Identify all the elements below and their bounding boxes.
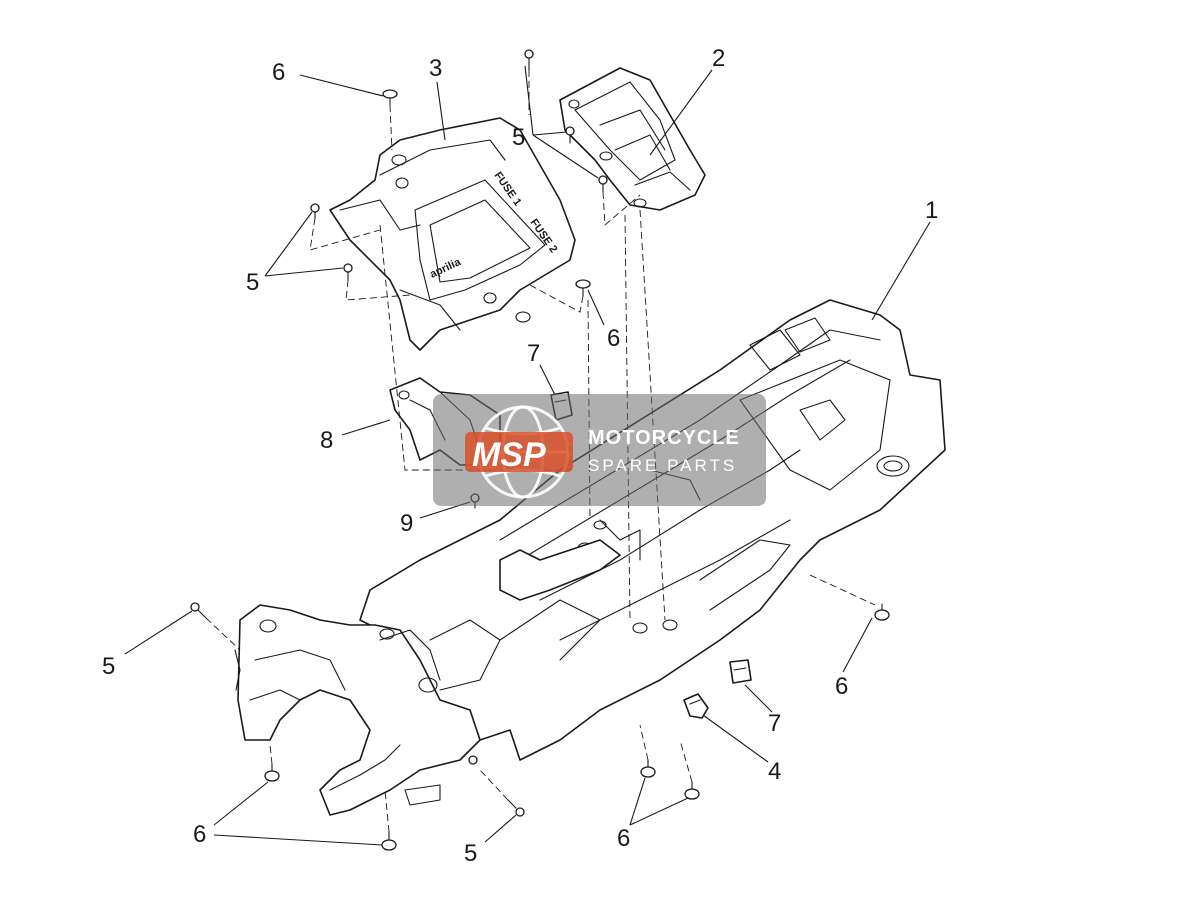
callout-1: 1 bbox=[925, 197, 938, 224]
bolt-icon bbox=[684, 781, 700, 800]
callout-6: 6 bbox=[272, 59, 285, 86]
screw-icon bbox=[507, 799, 525, 817]
bolt-icon bbox=[575, 279, 591, 297]
part-1-rear-undertray bbox=[234, 299, 946, 816]
watermark-line1: MOTORCYCLE bbox=[588, 427, 740, 449]
callout-3: 3 bbox=[429, 55, 442, 82]
callout-5: 5 bbox=[464, 840, 477, 867]
callout-9: 9 bbox=[400, 510, 413, 537]
callout-7: 7 bbox=[527, 340, 540, 367]
watermark: MSP MOTORCYCLE SPARE PARTS bbox=[433, 394, 766, 506]
bolt-icon bbox=[382, 89, 398, 106]
callout-6: 6 bbox=[835, 673, 848, 700]
callout-2: 2 bbox=[712, 45, 725, 72]
callout-5: 5 bbox=[512, 124, 525, 151]
callout-labels: 6 3 2 5 5 1 6 7 8 9 5 6 7 4 6 5 6 bbox=[102, 45, 938, 867]
bolt-icon bbox=[874, 603, 890, 621]
leader-lines bbox=[124, 65, 931, 846]
callout-8: 8 bbox=[320, 427, 333, 454]
callout-6: 6 bbox=[193, 821, 206, 848]
screw-icon bbox=[468, 755, 478, 765]
screw-icon bbox=[343, 263, 353, 281]
callout-6: 6 bbox=[607, 325, 620, 352]
callout-5: 5 bbox=[246, 269, 259, 296]
screw-icon bbox=[190, 602, 207, 619]
part-7-clip-lower bbox=[729, 659, 752, 684]
part-2-relay-holder bbox=[559, 67, 706, 211]
screw-icon bbox=[310, 203, 320, 219]
bolt-icon bbox=[381, 831, 397, 851]
callout-6: 6 bbox=[617, 825, 630, 852]
screw-icon bbox=[598, 175, 608, 193]
fasteners bbox=[190, 49, 890, 851]
screw-icon bbox=[524, 49, 534, 71]
bolt-icon bbox=[264, 763, 280, 782]
bolt-icon bbox=[640, 759, 656, 778]
callout-4: 4 bbox=[768, 758, 781, 785]
part-4-grommet bbox=[683, 693, 709, 719]
watermark-line2: SPARE PARTS bbox=[588, 456, 737, 475]
screw-icon bbox=[565, 126, 575, 144]
part-3-fuse-box-tray: FUSE 1 FUSE 2 aprilia bbox=[329, 117, 576, 351]
callout-5: 5 bbox=[102, 653, 115, 680]
watermark-badge: MSP bbox=[472, 436, 546, 474]
callout-7: 7 bbox=[768, 710, 781, 737]
